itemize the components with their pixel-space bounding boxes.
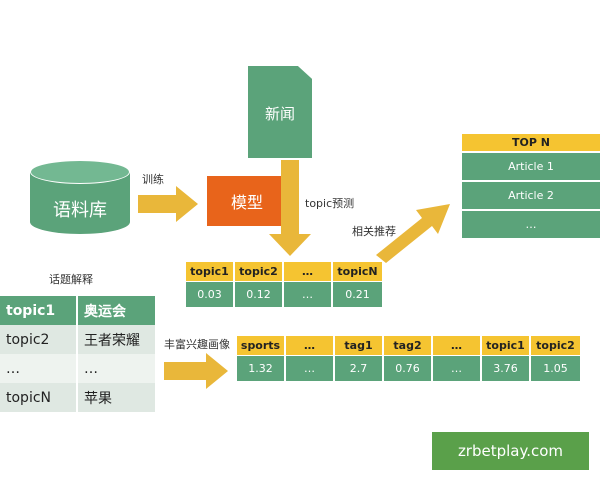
profile-value: … bbox=[433, 356, 482, 381]
topic-word: 王者荣耀 bbox=[84, 332, 140, 349]
model-box: 模型 bbox=[207, 176, 287, 226]
news-label: 新闻 bbox=[264, 105, 295, 123]
profile-value: 0.76 bbox=[384, 356, 433, 381]
topic-vector-value: … bbox=[284, 282, 333, 307]
news-doc-icon bbox=[248, 66, 312, 158]
topic-predict-label: topic预测 bbox=[305, 197, 355, 210]
topic-vector-value: 0.03 bbox=[186, 282, 235, 307]
topic-word: 奥运会 bbox=[84, 303, 126, 320]
topic-vector-header: topicN bbox=[333, 262, 382, 281]
topic-vector-header: … bbox=[284, 262, 333, 281]
profile-header: tag1 bbox=[335, 336, 384, 355]
top-n-item: Article 2 bbox=[462, 182, 600, 209]
profile-value: 1.05 bbox=[531, 356, 580, 381]
topic-vector-header: topic1 bbox=[186, 262, 235, 281]
profile-value: 3.76 bbox=[482, 356, 531, 381]
topic-word: 苹果 bbox=[84, 390, 112, 407]
topic-id: topic1 bbox=[0, 296, 78, 325]
topic-vector-value: 0.21 bbox=[333, 282, 382, 307]
table-row: topicN 苹果 bbox=[0, 383, 155, 412]
topic-id: topicN bbox=[0, 383, 78, 412]
profile-header: … bbox=[433, 336, 482, 355]
enrich-interest-label: 丰富兴趣画像 bbox=[164, 338, 230, 351]
profile-value: 2.7 bbox=[335, 356, 384, 381]
watermark: zrbetplay.com bbox=[432, 432, 589, 470]
top-n-item: Article 1 bbox=[462, 153, 600, 180]
cylinder-top bbox=[30, 160, 130, 184]
table-row: topic1 奥运会 bbox=[0, 296, 155, 325]
profile-value: 1.32 bbox=[237, 356, 286, 381]
recommend-arrow-icon bbox=[376, 204, 450, 263]
corpus-label: 语料库 bbox=[53, 200, 107, 221]
profile-header: topic2 bbox=[531, 336, 580, 355]
profile-header: tag2 bbox=[384, 336, 433, 355]
topic-id: … bbox=[0, 354, 78, 383]
related-recommend-label: 相关推荐 bbox=[352, 225, 396, 238]
topic-vector-value: 0.12 bbox=[235, 282, 284, 307]
topic-id: topic2 bbox=[0, 325, 78, 354]
profile-header: … bbox=[286, 336, 335, 355]
topic-explain-label: 话题解释 bbox=[49, 273, 93, 286]
profile-value: … bbox=[286, 356, 335, 381]
top-n-header: TOP N bbox=[462, 134, 600, 151]
table-row: topic2 王者荣耀 bbox=[0, 325, 155, 354]
profile-header: sports bbox=[237, 336, 286, 355]
topic-vector-header: topic2 bbox=[235, 262, 284, 281]
table-row: … … bbox=[0, 354, 155, 383]
profile-header: topic1 bbox=[482, 336, 531, 355]
top-n-item: … bbox=[462, 211, 600, 238]
train-label: 训练 bbox=[142, 173, 164, 186]
topic-word: … bbox=[84, 360, 98, 377]
